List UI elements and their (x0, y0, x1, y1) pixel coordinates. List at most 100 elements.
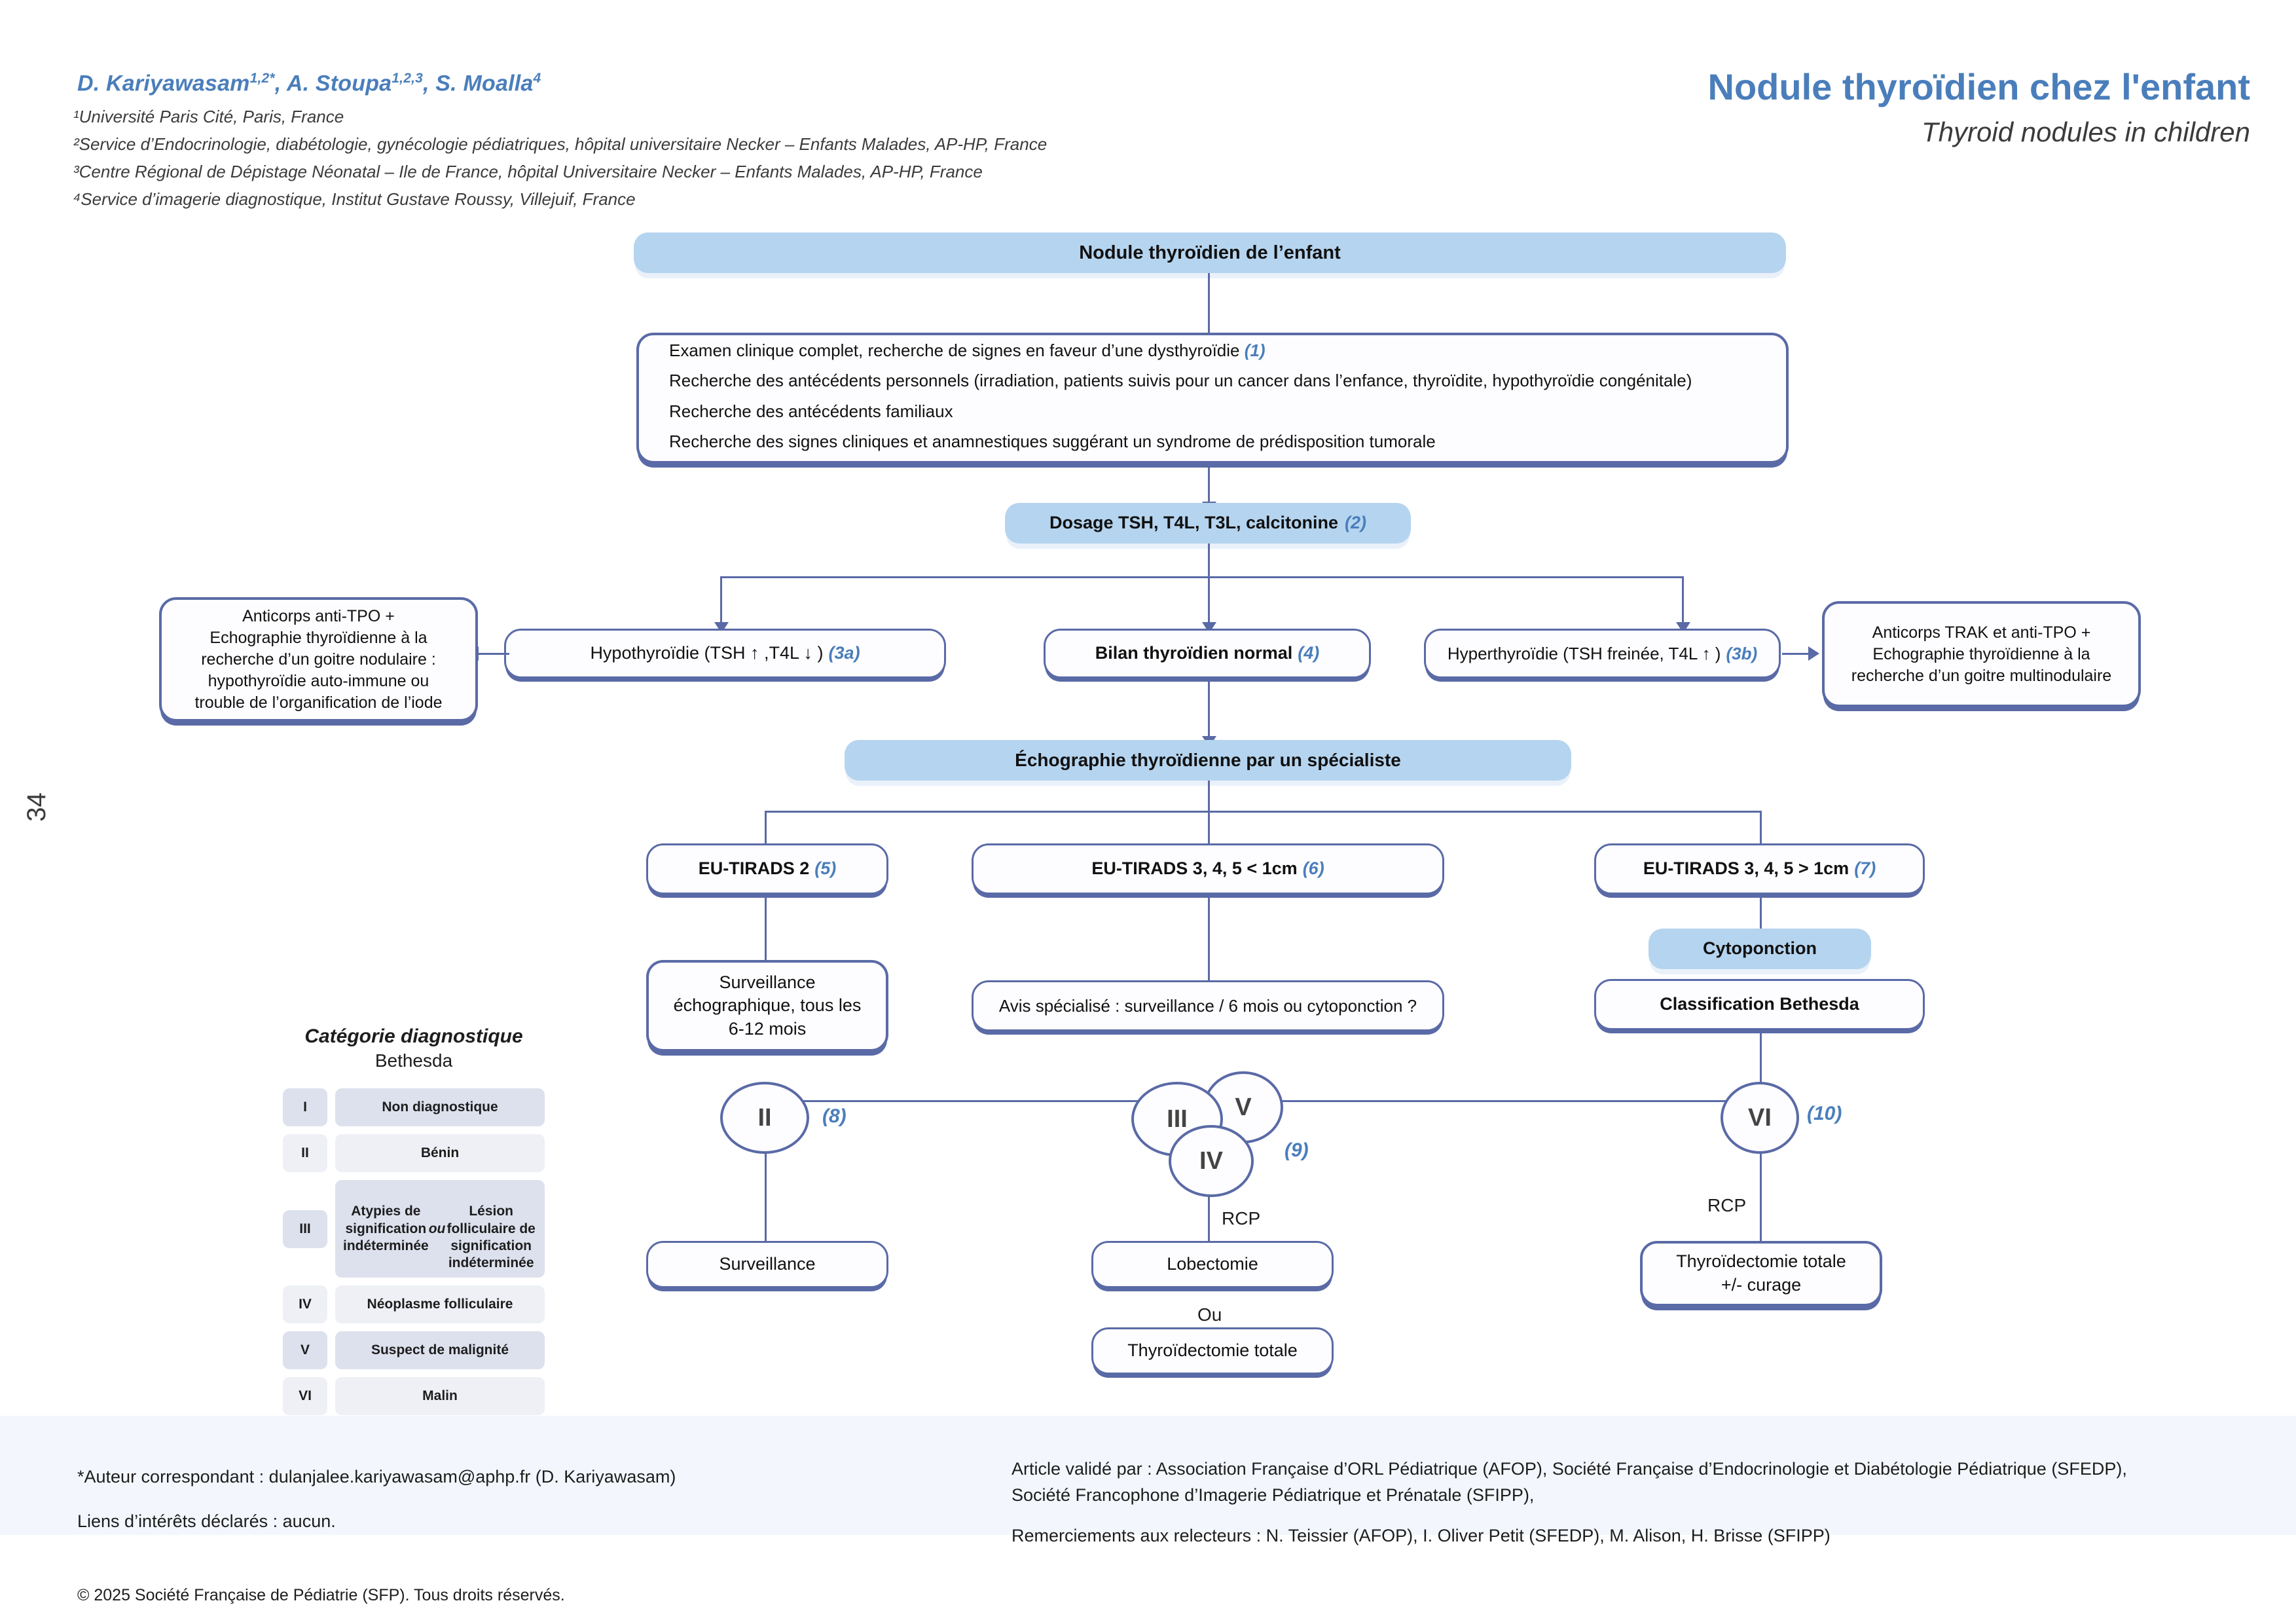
node-hyperthyroidie-label: Hyperthyroïdie (TSH freinée, T4L ↑ ) (1447, 643, 1721, 663)
connector-bus-to-hyper (1682, 576, 1684, 625)
bethesda-row-number: II (283, 1134, 327, 1172)
validated-by-line-2: Société Francophone d’Imagerie Pédiatriq… (1011, 1485, 1535, 1505)
node-cytoponction-label: Cytoponction (1703, 938, 1817, 959)
node-bilan-normal-label: Bilan thyroïdien normal (1095, 643, 1293, 663)
bethesda-row-label: Bénin (335, 1134, 545, 1172)
node-echographie-label: Échographie thyroïdienne par un spéciali… (1015, 749, 1401, 770)
tpo-line-1: Anticorps anti-TPO + (242, 606, 395, 625)
node-tirads-small: EU-TIRADS 3, 4, 5 < 1cm (6) (972, 843, 1444, 895)
ref-4: (4) (1298, 643, 1320, 663)
node-dosage-label: Dosage TSH, T4L, T3L, calcitonine (1049, 513, 1339, 533)
copyright-notice: © 2025 Société Française de Pédiatrie (S… (77, 1586, 565, 1604)
node-root-label: Nodule thyroïdien de l’enfant (1079, 242, 1341, 263)
page-header: D. Kariyawasam1,2*, A. Stoupa1,2,3, S. M… (0, 0, 2296, 216)
ref-2: (2) (1345, 513, 1367, 533)
edge-label-rcp-right: RCP (1707, 1195, 1747, 1215)
node-lobectomie: Lobectomie (1091, 1241, 1334, 1288)
surv-echo-line-3: 6-12 mois (728, 1018, 807, 1039)
surv-echo-line-2: échographique, tous les (673, 995, 862, 1016)
ref-9: (9) (1285, 1139, 1309, 1161)
affiliation-2: ²Service d’Endocrinologie, diabétologie,… (73, 134, 1048, 154)
bethesda-row-label: Suspect de malignité (335, 1331, 545, 1370)
bethesda-row-label: Néoplasme folliculaire (335, 1285, 545, 1324)
page-title-en: Thyroid nodules in children (1922, 117, 2250, 147)
bethesda-row-number: I (283, 1088, 327, 1126)
tpo-line-2: Echographie thyroïdienne à la (210, 628, 428, 647)
affiliation-1: ¹Université Paris Cité, Paris, France (73, 107, 344, 126)
connector-vi-to-thyro (1760, 1153, 1762, 1244)
edge-label-rcp-middle: RCP (1222, 1208, 1261, 1228)
trak-line-1: Anticorps TRAK et anti-TPO + (1872, 623, 2091, 642)
node-thyroidectomie-totale-label: Thyroïdectomie totale (1127, 1340, 1298, 1361)
node-lobectomie-label: Lobectomie (1167, 1254, 1258, 1274)
connector-tirads-large-down (1760, 895, 1762, 934)
footer-band (0, 1416, 2296, 1535)
node-dosage: Dosage TSH, T4L, T3L, calcitonine (2) (1005, 503, 1411, 544)
affiliation-4: ⁴Service d’imagerie diagnostique, Instit… (73, 189, 636, 209)
node-classification-bethesda-label: Classification Bethesda (1660, 994, 1859, 1014)
node-anticorps-tpo: Anticorps anti-TPO + Echographie thyroïd… (159, 597, 478, 722)
ref-5: (5) (814, 858, 837, 879)
connector-bus-to-tirads-large (1760, 811, 1762, 860)
connector-echo-bus (765, 811, 1760, 813)
node-thyroidectomie-totale: Thyroïdectomie totale (1091, 1327, 1334, 1375)
ref-10: (10) (1807, 1103, 1842, 1124)
circle-iv-label: IV (1199, 1147, 1223, 1175)
bethesda-row-label: Malin (335, 1377, 545, 1416)
bethesda-row-number: VI (283, 1377, 327, 1416)
circle-ii-label: II (757, 1103, 772, 1132)
connector-tirads2-down (765, 895, 767, 963)
node-thyroidectomie-curage: Thyroïdectomie totale +/- curage (1640, 1241, 1882, 1306)
connector-bus-to-normal (1208, 576, 1210, 625)
clinical-line-4: Recherche des signes cliniques et anamne… (669, 431, 1436, 451)
affiliation-3: ³Centre Régional de Dépistage Néonatal –… (73, 162, 983, 181)
circle-bethesda-ii: II (720, 1082, 809, 1154)
connector-ii-to-surveillance (765, 1153, 767, 1244)
circle-vi-label: VI (1748, 1103, 1772, 1132)
validated-by-line-1: Article validé par : Association Françai… (1011, 1459, 2127, 1479)
ref-3b: (3b) (1726, 643, 1758, 663)
connector-bus-to-tirads2 (765, 811, 767, 860)
circle-bethesda-iv: IV (1169, 1125, 1254, 1197)
surv-echo-line-1: Surveillance (719, 972, 816, 992)
node-hyperthyroidie: Hyperthyroïdie (TSH freinée, T4L ↑ ) (3b… (1424, 629, 1781, 678)
ref-1: (1) (1244, 341, 1266, 360)
bethesda-row-label: Non diagnostique (335, 1088, 545, 1126)
connector-iv-to-lobectomie (1208, 1196, 1210, 1244)
bethesda-title: Catégorie diagnostique (304, 1025, 523, 1047)
node-anticorps-trak: Anticorps TRAK et anti-TPO + Echographie… (1822, 601, 2141, 707)
circle-v-label: V (1235, 1093, 1252, 1121)
bethesda-row-number: IV (283, 1285, 327, 1324)
page-number: 34 (22, 792, 51, 822)
thyro-curage-line-1: Thyroïdectomie totale (1676, 1251, 1846, 1272)
node-tirads-small-label: EU-TIRADS 3, 4, 5 < 1cm (1091, 858, 1298, 879)
node-tirads-large-label: EU-TIRADS 3, 4, 5 > 1cm (1643, 858, 1850, 879)
corresponding-author: *Auteur correspondant : dulanjalee.kariy… (77, 1467, 676, 1486)
tpo-line-5: trouble de l’organification de l’iode (194, 693, 443, 712)
author-list: D. Kariyawasam1,2*, A. Stoupa1,2,3, S. M… (77, 71, 541, 96)
node-hypothyroidie-label: Hypothyroïdie (TSH ↑ ,T4L ↓ ) (590, 643, 824, 663)
node-surveillance-label: Surveillance (719, 1254, 816, 1274)
node-tirads-2: EU-TIRADS 2 (5) (646, 843, 888, 895)
ref-7: (7) (1854, 858, 1876, 879)
thyro-curage-line-2: +/- curage (1721, 1275, 1802, 1295)
bethesda-row-number: V (283, 1331, 327, 1370)
connector-hyper-to-trak (1782, 653, 1813, 655)
connector-bus-to-hypo (720, 576, 722, 625)
node-surveillance-echographique: Surveillance échographique, tous les 6-1… (646, 960, 888, 1052)
trak-line-3: recherche d’un goitre multinodulaire (1851, 666, 2112, 685)
connector-dosage-bus (720, 576, 1683, 578)
tpo-line-4: hypothyroïdie auto-immune ou (208, 671, 429, 690)
connector-dosage-down (1208, 544, 1210, 578)
connector-echo-down (1208, 781, 1210, 812)
edge-label-ou: Ou (1197, 1304, 1222, 1325)
connector-hypo-to-tpo (478, 653, 509, 655)
connector-clinical-to-dosage (1208, 468, 1210, 506)
trak-line-2: Echographie thyroïdienne à la (1872, 644, 2090, 663)
